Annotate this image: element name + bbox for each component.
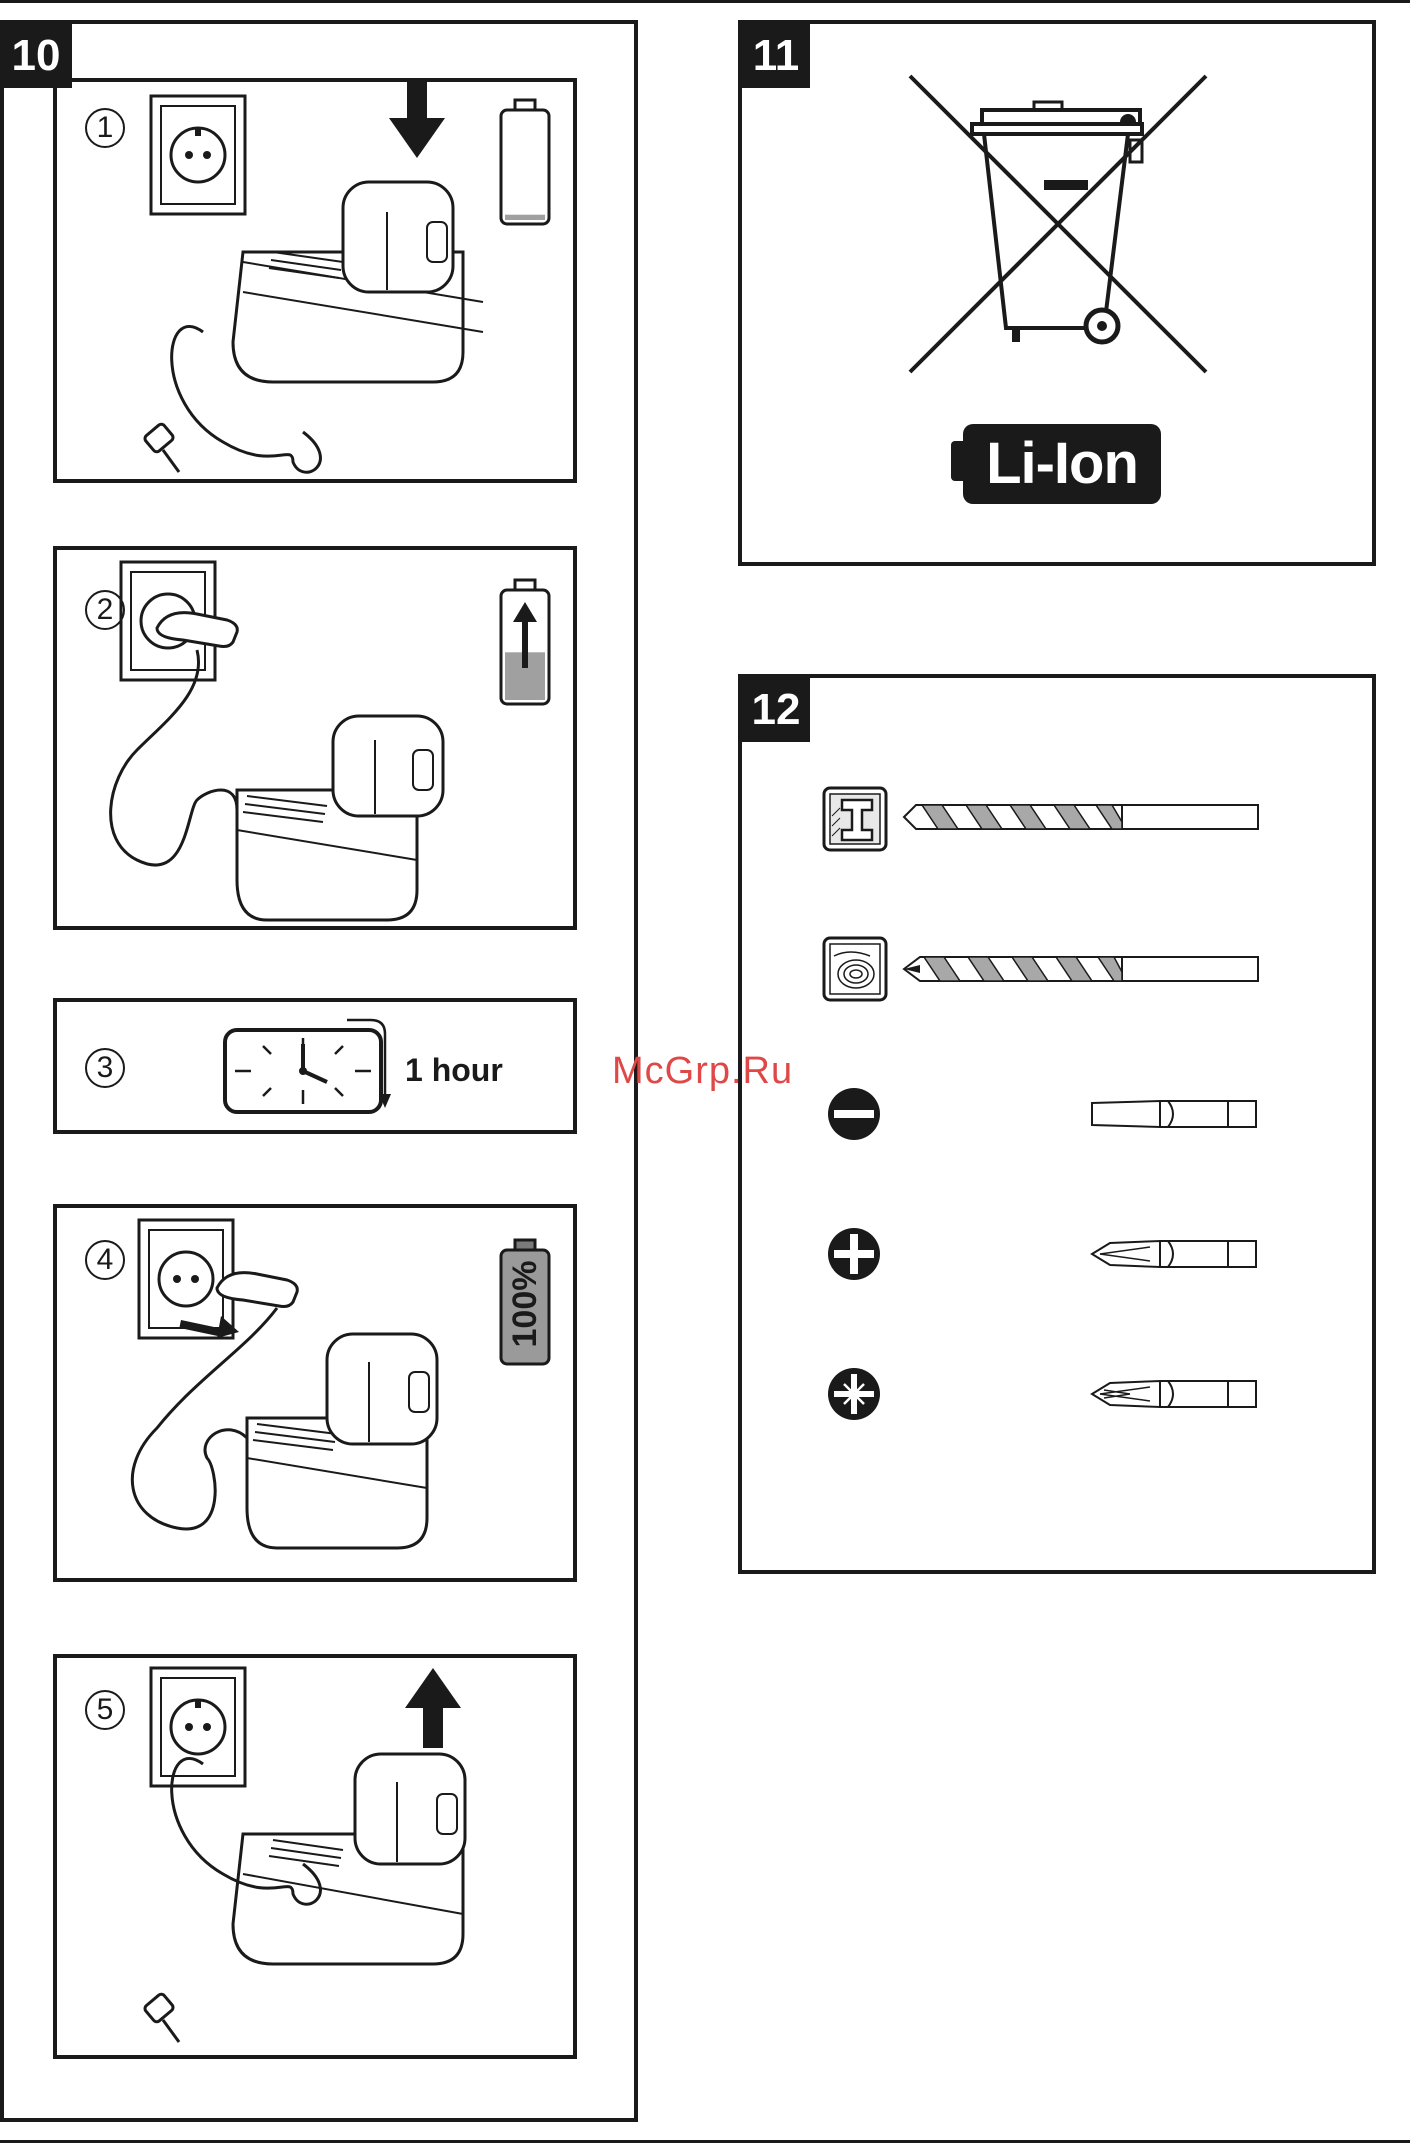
step-number: 3 — [85, 1048, 125, 1088]
battery-charger-icon — [97, 610, 537, 930]
metal-drill-bit-icon — [902, 802, 1262, 832]
step-number: 5 — [85, 1690, 125, 1730]
figure-11-tag: 11 — [742, 24, 810, 88]
slotted-bit-icon — [1090, 1097, 1260, 1131]
battery-level-icon — [497, 98, 553, 228]
battery-charger-icon — [143, 142, 483, 482]
crossed-out-wheelie-bin-icon — [908, 72, 1208, 382]
step-number: 1 — [85, 108, 125, 148]
li-ion-battery-label: Li-Ion — [963, 424, 1161, 504]
step-3-panel: 3 1 hour — [53, 998, 577, 1134]
phillips-screw-icon — [826, 1226, 882, 1282]
wood-material-icon — [822, 936, 888, 1002]
metal-material-icon — [822, 786, 888, 852]
figure-12-tag: 12 — [742, 678, 810, 742]
pozidriv-bit-icon — [1090, 1377, 1260, 1411]
charging-duration-label: 1 hour — [405, 1050, 503, 1090]
phillips-bit-icon — [1090, 1237, 1260, 1271]
step-5-panel: 5 — [53, 1654, 577, 2059]
wood-drill-bit-icon — [902, 954, 1262, 984]
clock-icon — [223, 1016, 393, 1116]
watermark-text: McGrp.Ru — [612, 1050, 793, 1093]
bottom-rule — [0, 2140, 1410, 2143]
step-2-panel: 2 — [53, 546, 577, 930]
step-1-panel: 1 — [53, 78, 577, 483]
pozidriv-screw-icon — [826, 1366, 882, 1422]
battery-charger-icon — [143, 1724, 483, 2059]
slotted-screw-icon — [826, 1086, 882, 1142]
top-rule — [0, 0, 1410, 3]
battery-charger-icon — [97, 1268, 537, 1582]
step-4-panel: 4 100% — [53, 1204, 577, 1582]
